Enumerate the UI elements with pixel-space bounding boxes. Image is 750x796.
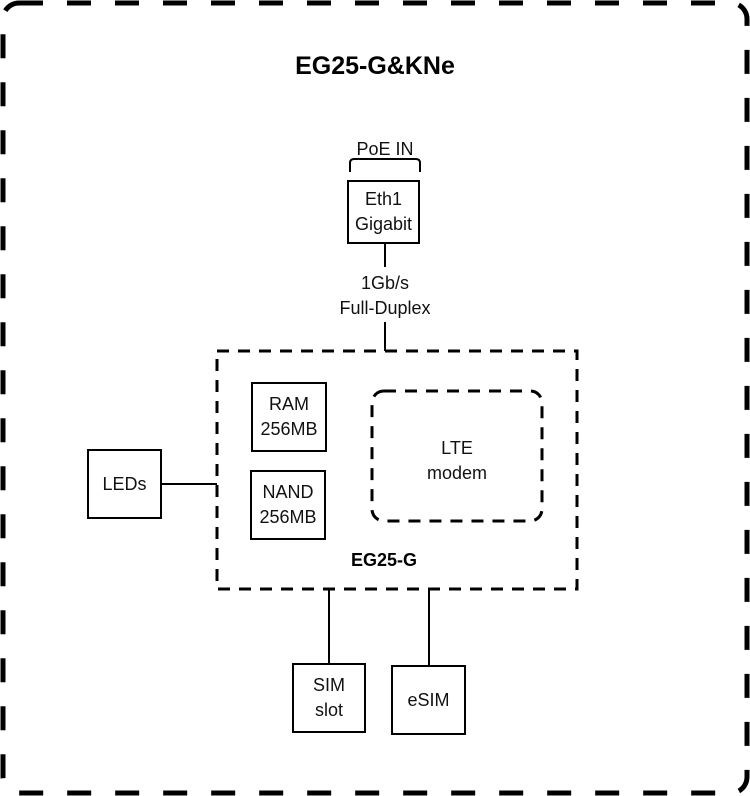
ram-label: RAM <box>269 394 309 414</box>
sim-label: SIM <box>312 675 345 695</box>
lte-modem-border <box>370 389 544 523</box>
ram-size: 256MB <box>260 419 318 439</box>
ram-box: RAM 256MB <box>251 382 327 452</box>
device-title: EG25-G&KNe <box>295 52 455 80</box>
eth1-port-box: Eth1 Gigabit <box>347 180 420 244</box>
leds-box: LEDs <box>87 449 162 519</box>
esim-box: eSIM <box>391 665 466 735</box>
lte-modem-label: LTE modem <box>372 436 542 486</box>
sim-slot-box: SIM slot <box>292 663 366 733</box>
poe-bracket <box>349 158 421 172</box>
leds-label: LEDs <box>102 473 147 494</box>
esim-label: eSIM <box>407 689 450 710</box>
nand-box: NAND 256MB <box>250 470 326 540</box>
nand-size: 256MB <box>259 507 317 527</box>
nand-label: NAND <box>262 482 314 502</box>
eth1-speed-label: Gigabit <box>354 214 413 234</box>
lte-label: LTE <box>441 438 473 458</box>
board-label: EG25-G <box>350 550 418 570</box>
link-speed-label: 1Gb/s Full-Duplex <box>305 271 465 321</box>
sim-slot-label: slot <box>314 700 343 720</box>
poe-in-label: PoE IN <box>356 139 414 159</box>
board-border <box>215 349 579 591</box>
modem-label: modem <box>426 463 488 483</box>
eth1-label: Eth1 <box>364 189 403 209</box>
link-rate: 1Gb/s <box>360 273 410 293</box>
link-duplex: Full-Duplex <box>339 298 431 318</box>
